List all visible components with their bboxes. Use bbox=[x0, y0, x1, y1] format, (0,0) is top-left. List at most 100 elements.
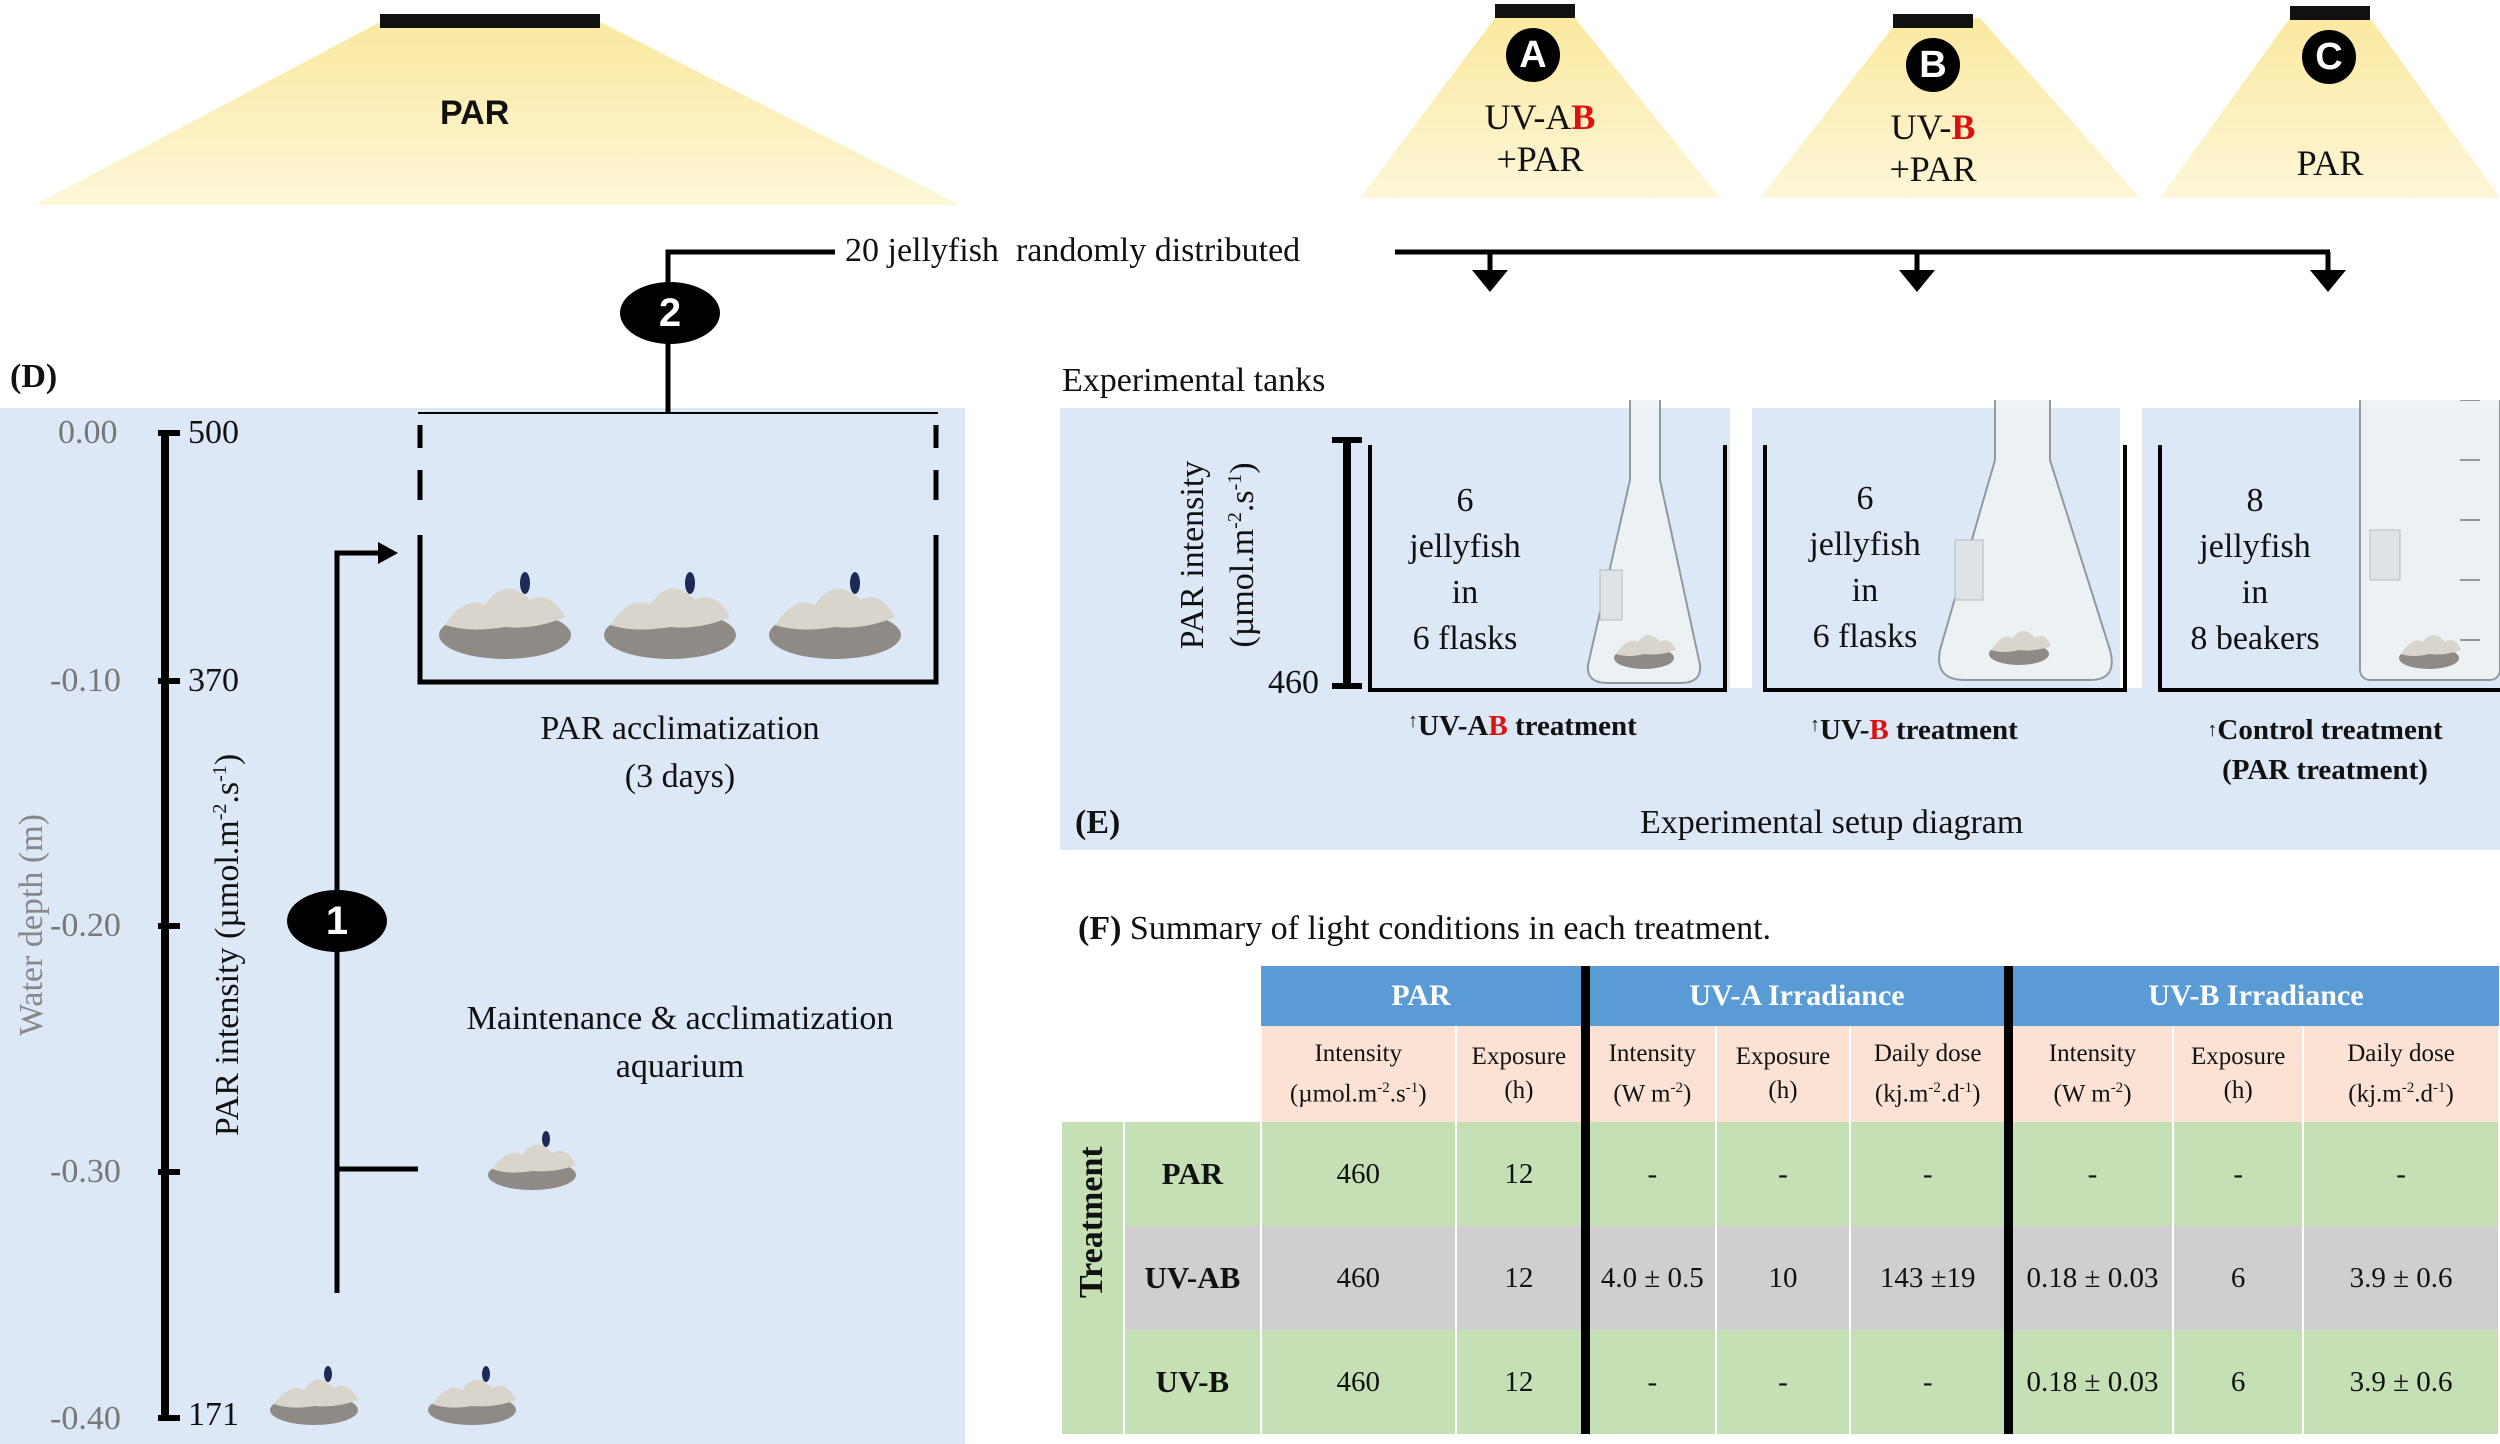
panel-e-y-axis-line2: (µmol.m bbox=[1224, 528, 1262, 648]
tank1-label-red: B bbox=[1488, 710, 1508, 742]
main-lamp bbox=[380, 14, 600, 28]
panel-f-title-text: Summary of light conditions in each trea… bbox=[1129, 910, 1772, 947]
par-axis-label: PAR intensity (µmol.m-2.s-1) bbox=[209, 754, 247, 1136]
subheader-unit-mid: .d bbox=[1940, 1080, 1960, 1108]
subheader-sup: -2 bbox=[1670, 1079, 1683, 1096]
step-1-badge: 1 bbox=[287, 890, 387, 952]
subheader-text: Daily dose bbox=[2347, 1039, 2455, 1067]
tank2-line1: 6 bbox=[1856, 480, 1874, 517]
subheader-sup: -1 bbox=[1405, 1079, 1419, 1096]
up-arrow-icon: ↑ bbox=[1810, 714, 1820, 736]
badge-b: B bbox=[1906, 38, 1960, 92]
tank3-treatment-label: ↑Control treatment (PAR treatment) bbox=[2175, 710, 2475, 790]
treatment-label-text: Treatment bbox=[1073, 1146, 1111, 1298]
cell: 12 bbox=[1454, 1330, 1587, 1434]
subheader-sup: -1 bbox=[1959, 1079, 1973, 1096]
panel-d-label: (D) bbox=[10, 358, 58, 395]
subheader-text: Exposure bbox=[2190, 1043, 2286, 1070]
tank2-label-suffix: treatment bbox=[1888, 714, 2018, 746]
subheader-unit-mid: .s bbox=[1389, 1080, 1406, 1108]
panel-e-y-value: 460 bbox=[1268, 664, 1319, 701]
badge-c: C bbox=[2302, 30, 2356, 84]
panel-d-axis bbox=[158, 405, 939, 1421]
table-row: Treatment PAR 460 12 - - - - - - bbox=[1062, 1122, 2500, 1434]
acclimatization-label: PAR acclimatization (3 days) bbox=[470, 705, 890, 801]
subheader-unit: (W m bbox=[1613, 1080, 1671, 1108]
subheader-unit: (µmol.m bbox=[1289, 1080, 1378, 1108]
light-b-line1: UV- bbox=[1890, 107, 1952, 147]
beaker-icon bbox=[2359, 400, 2500, 681]
cell: 12 bbox=[1454, 1122, 1587, 1226]
aquarium-line1: Maintenance & acclimatization bbox=[466, 1000, 894, 1037]
jellyfish-group-acclimatization bbox=[439, 572, 901, 659]
step-2-number: 2 bbox=[658, 290, 682, 335]
light-b-label: UV-B +PAR bbox=[1833, 106, 2033, 190]
subheader-uvb-exposure: Exposure (h) bbox=[2172, 1026, 2305, 1122]
depth-tick-4: -0.40 bbox=[50, 1400, 121, 1437]
tank3-line3: in bbox=[2241, 574, 2269, 611]
panel-e-background bbox=[1060, 408, 2500, 850]
tank2-label-prefix: UV- bbox=[1820, 714, 1870, 746]
table-row: UV-AB 460 12 4.0 ± 0.5 10 143 ±19 0.18 ±… bbox=[1062, 1226, 2500, 1330]
subheader-unit-end: ) bbox=[1972, 1080, 1981, 1108]
light-b-line2: +PAR bbox=[1889, 149, 1977, 189]
subheader-text: Daily dose bbox=[1873, 1039, 1982, 1067]
lamp-b bbox=[1893, 14, 1973, 28]
depth-tick-1: -0.10 bbox=[50, 662, 121, 699]
par-axis-sup1: -2 bbox=[208, 803, 231, 821]
subheader-sup: -2 bbox=[1928, 1079, 1941, 1096]
arrow-to-acclimatization bbox=[378, 542, 398, 564]
subheader-unit-end: ) bbox=[1418, 1080, 1427, 1108]
subheader-text: Exposure bbox=[1735, 1043, 1831, 1070]
panel-e-y-axis-sup2: -1 bbox=[1223, 473, 1246, 491]
cell: - bbox=[2003, 1122, 2175, 1226]
up-arrow-icon: ↑ bbox=[2207, 719, 2218, 741]
subheader-sup: -1 bbox=[2433, 1079, 2446, 1096]
tank1-treatment-label: ↑UV-AB treatment bbox=[1408, 710, 1637, 743]
panel-e-y-axis-mid: .s bbox=[1224, 490, 1262, 513]
lamp-a bbox=[1495, 4, 1575, 18]
par-tick-370: 370 bbox=[188, 662, 239, 699]
cell: 0.18 ± 0.03 bbox=[2003, 1226, 2175, 1330]
jellyfish-icon bbox=[439, 572, 571, 659]
light-c-label: PAR bbox=[2296, 143, 2364, 183]
tank1-line2: jellyfish bbox=[1409, 528, 1521, 565]
tank2-line4: 6 flasks bbox=[1812, 618, 1918, 655]
tank2-treatment-label: ↑UV-B treatment bbox=[1810, 714, 2018, 747]
cell: 6 bbox=[2172, 1226, 2305, 1330]
jellyfish-icon bbox=[769, 572, 901, 659]
tank3-line2: jellyfish bbox=[2199, 528, 2311, 565]
row-label-uvb: UV-B bbox=[1123, 1330, 1262, 1434]
subheader-uvb-dose: Daily dose (kj.m-2.d-1) bbox=[2302, 1026, 2500, 1122]
header-uvb: UV-B Irradiance bbox=[2003, 966, 2499, 1026]
jellyfish-icon bbox=[2399, 635, 2461, 669]
header-uva: UV-A Irradiance bbox=[1581, 966, 2009, 1026]
tank3-contents: 8 jellyfish in 8 beakers bbox=[2155, 478, 2355, 662]
tank3-label-line1: Control treatment bbox=[2217, 714, 2443, 746]
subheader-unit: (h) bbox=[1768, 1077, 1798, 1104]
tank3-line1: 8 bbox=[2246, 482, 2264, 519]
subheader-unit-end: ) bbox=[2445, 1080, 2454, 1108]
cell: 0.18 ± 0.03 bbox=[2003, 1330, 2175, 1434]
up-arrow-icon: ↑ bbox=[1408, 710, 1418, 732]
subheader-text: Intensity bbox=[2048, 1039, 2137, 1067]
subheader-unit-end: ) bbox=[1682, 1080, 1692, 1108]
tank3-line4: 8 beakers bbox=[2190, 620, 2320, 657]
arrow-to-tank-a bbox=[1472, 270, 1508, 292]
table-row: UV-B 460 12 - - - 0.18 ± 0.03 6 3.9 ± 0.… bbox=[1062, 1330, 2500, 1434]
cell: 460 bbox=[1259, 1226, 1457, 1330]
par-axis-end: ) bbox=[209, 753, 247, 766]
row-label-par: PAR bbox=[1123, 1122, 1262, 1226]
light-a-red: B bbox=[1571, 97, 1596, 137]
cell: 4.0 ± 0.5 bbox=[1581, 1226, 1717, 1330]
tank1-line3: in bbox=[1451, 574, 1479, 611]
light-c-cone bbox=[2160, 18, 2500, 198]
subheader-unit-mid: .d bbox=[2414, 1080, 2433, 1108]
subheader-unit-end: ) bbox=[2123, 1080, 2132, 1108]
subheader-unit: (kj.m bbox=[2348, 1080, 2402, 1108]
cell: 460 bbox=[1259, 1122, 1457, 1226]
subheader-par-exposure: Exposure (h) bbox=[1454, 1026, 1587, 1122]
cell: 3.9 ± 0.6 bbox=[2302, 1226, 2500, 1330]
acclimatization-line2: (3 days) bbox=[624, 758, 736, 795]
distribution-arrows bbox=[665, 249, 2346, 405]
